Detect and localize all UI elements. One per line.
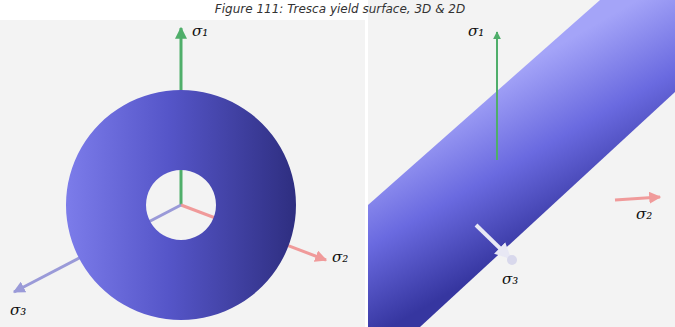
panel-ground — [368, 0, 675, 327]
axis-tip — [507, 255, 517, 265]
axis-arrow — [615, 197, 660, 200]
axis-label: σ₁ — [468, 24, 484, 39]
axis-arrow — [476, 225, 510, 258]
axis-arrow — [496, 32, 498, 160]
panel-ground — [0, 20, 365, 327]
figure-caption: Figure 111: Tresca yield surface, 3D & 2… — [215, 3, 465, 15]
yield-surface-cylinder — [368, 0, 675, 327]
axis-label: σ₃ — [10, 303, 26, 318]
axis-label: σ₁ — [192, 24, 208, 39]
axis-label: σ₂ — [636, 207, 652, 222]
axis-label: σ₂ — [332, 250, 348, 265]
yield-surface-ring — [66, 90, 296, 320]
axis-label: σ₃ — [502, 272, 518, 287]
